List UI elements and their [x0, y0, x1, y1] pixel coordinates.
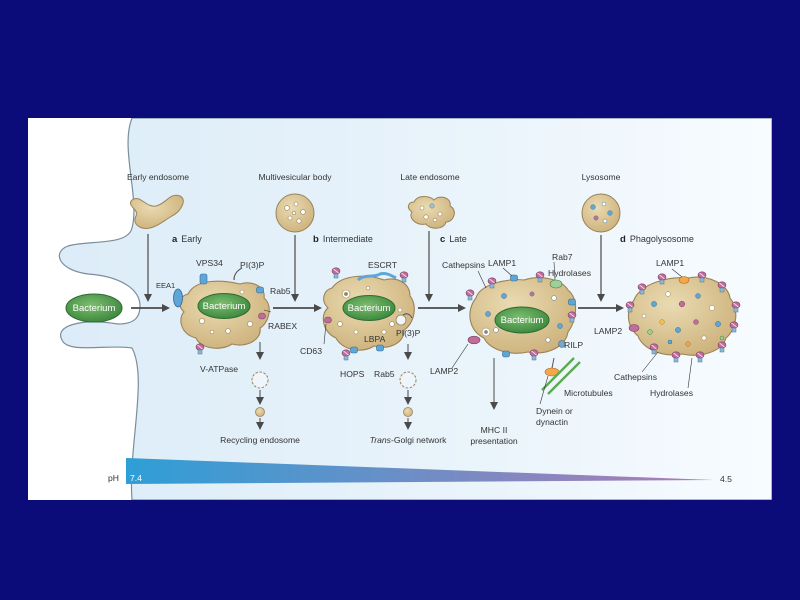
rilp-label: RILP [564, 340, 583, 350]
cd63-protein [324, 316, 332, 324]
lamp2-protein-d [628, 324, 640, 332]
hops-protein [350, 346, 358, 354]
early-endosome-label: Early endosome [127, 172, 189, 182]
mvb-inner-vesicles [284, 201, 306, 224]
hydrolases-label-d: Hydrolases [650, 388, 693, 398]
microtubule-2 [547, 361, 581, 395]
rabex-protein [258, 312, 266, 320]
v-atpase-label: V-ATPase [200, 364, 238, 374]
rab5-label-a: Rab5 [270, 286, 291, 296]
eea1-protein [173, 288, 183, 308]
pi3p-stalk [233, 267, 243, 281]
phagolysosome-contents [641, 291, 725, 347]
ph-end-value: 4.5 [720, 474, 732, 484]
recycling-endosome-label: Recycling endosome [220, 435, 300, 445]
vps34-label: VPS34 [196, 258, 223, 268]
rilp-protein [558, 340, 566, 348]
bacterium-stage-b-label: Bacterium [348, 303, 391, 314]
lamp2-label-d: LAMP2 [594, 326, 622, 336]
lamp2-label-c: LAMP2 [430, 366, 458, 376]
dynein-leader [539, 375, 549, 405]
lysosome-shape [581, 193, 621, 233]
late-endosome-inner-vesicles [419, 203, 443, 223]
pi3p-label-a: PI(3)P [240, 260, 265, 270]
eea1-label: EEA1 [156, 281, 175, 290]
dynein-linker [551, 357, 555, 369]
lysosome-label: Lysosome [582, 172, 621, 182]
lamp1-label-d: LAMP1 [656, 258, 684, 268]
cathepsins-c-leader [477, 270, 487, 289]
lysosome-inner-contents [590, 201, 613, 224]
pi3p-b-vesicle [395, 314, 407, 326]
free-bacterium-label: Bacterium [73, 303, 116, 314]
microtubules-label: Microtubules [564, 388, 613, 398]
multivesicular-body-label: Multivesicular body [258, 172, 332, 182]
ph-label: pH [108, 473, 119, 483]
dynein-label-line2: dynactin [536, 417, 568, 427]
figure-panel: Bacterium Early endosome Multivesicular … [28, 117, 773, 501]
bacterium-stage-a [197, 293, 251, 319]
rab7-leader [553, 261, 556, 281]
escrt-label: ESCRT [368, 260, 398, 270]
hops-label: HOPS [340, 369, 365, 379]
rab5-protein-b [376, 344, 384, 352]
ph-gradient-bar [126, 458, 714, 484]
cd63-label: CD63 [300, 346, 322, 356]
mhc-label-line2: presentation [470, 436, 518, 446]
bacterium-stage-a-label: Bacterium [203, 301, 246, 312]
late-endosome-shape [407, 196, 455, 229]
lamp1-c-leader [502, 267, 513, 277]
stage-b-vesicles [337, 285, 403, 335]
sorting-vesicle-a [251, 371, 269, 389]
hydrolases-d-leader [687, 357, 693, 389]
stage-c-vesicles [481, 291, 563, 343]
lamp2-c-leader [451, 343, 469, 369]
lbpa-label-b: LBPA [364, 334, 386, 344]
cathepsins-d-leader [641, 351, 659, 373]
recycling-endosome-vesicle [255, 407, 265, 417]
lamp1-label-c: LAMP1 [488, 258, 516, 268]
pi3p-label-b: PI(3)P [396, 328, 421, 338]
vps34-protein [199, 273, 208, 285]
cathepsins-label-c: Cathepsins [442, 260, 485, 270]
lamp1-protein-d [678, 276, 690, 284]
golgi-vesicle [403, 407, 413, 417]
phagosome-maturation-diagram: Bacterium Early endosome Multivesicular … [58, 117, 773, 501]
rab7-label: Rab7 [552, 252, 573, 262]
bacterium-stage-c [494, 306, 550, 334]
microtubule-1 [541, 357, 575, 391]
cd63-leader [323, 323, 327, 345]
ph-start-value: 7.4 [130, 473, 142, 483]
mhc-label-line1: MHC II [481, 425, 508, 435]
rabex-label: RABEX [268, 321, 297, 331]
lamp1-d-leader [671, 268, 683, 278]
bacterium-stage-c-label: Bacterium [501, 315, 544, 326]
bacterium-stage-b [342, 295, 396, 321]
escrt-complex [356, 272, 397, 282]
early-endosome-shape [130, 194, 184, 229]
hydrolase-c [568, 298, 576, 306]
rab5-a-leader [263, 309, 272, 313]
dynein-label-line1: Dynein or [536, 406, 573, 416]
stage-a-vesicles [199, 289, 253, 335]
lamp2-protein-c [467, 335, 481, 345]
rab7-protein [549, 279, 563, 289]
sorting-vesicle-b [399, 371, 417, 389]
trans-golgi-label: Trans-Golgi network [370, 435, 447, 445]
free-bacterium [65, 293, 123, 323]
late-endosome-label: Late endosome [400, 172, 459, 182]
hydrolases-label-c: Hydrolases [548, 268, 591, 278]
cathepsins-label-d: Cathepsins [614, 372, 657, 382]
rab5-label-b: Rab5 [374, 369, 395, 379]
lbpa-marker-c [502, 350, 510, 358]
rab5-protein-a [256, 286, 264, 294]
